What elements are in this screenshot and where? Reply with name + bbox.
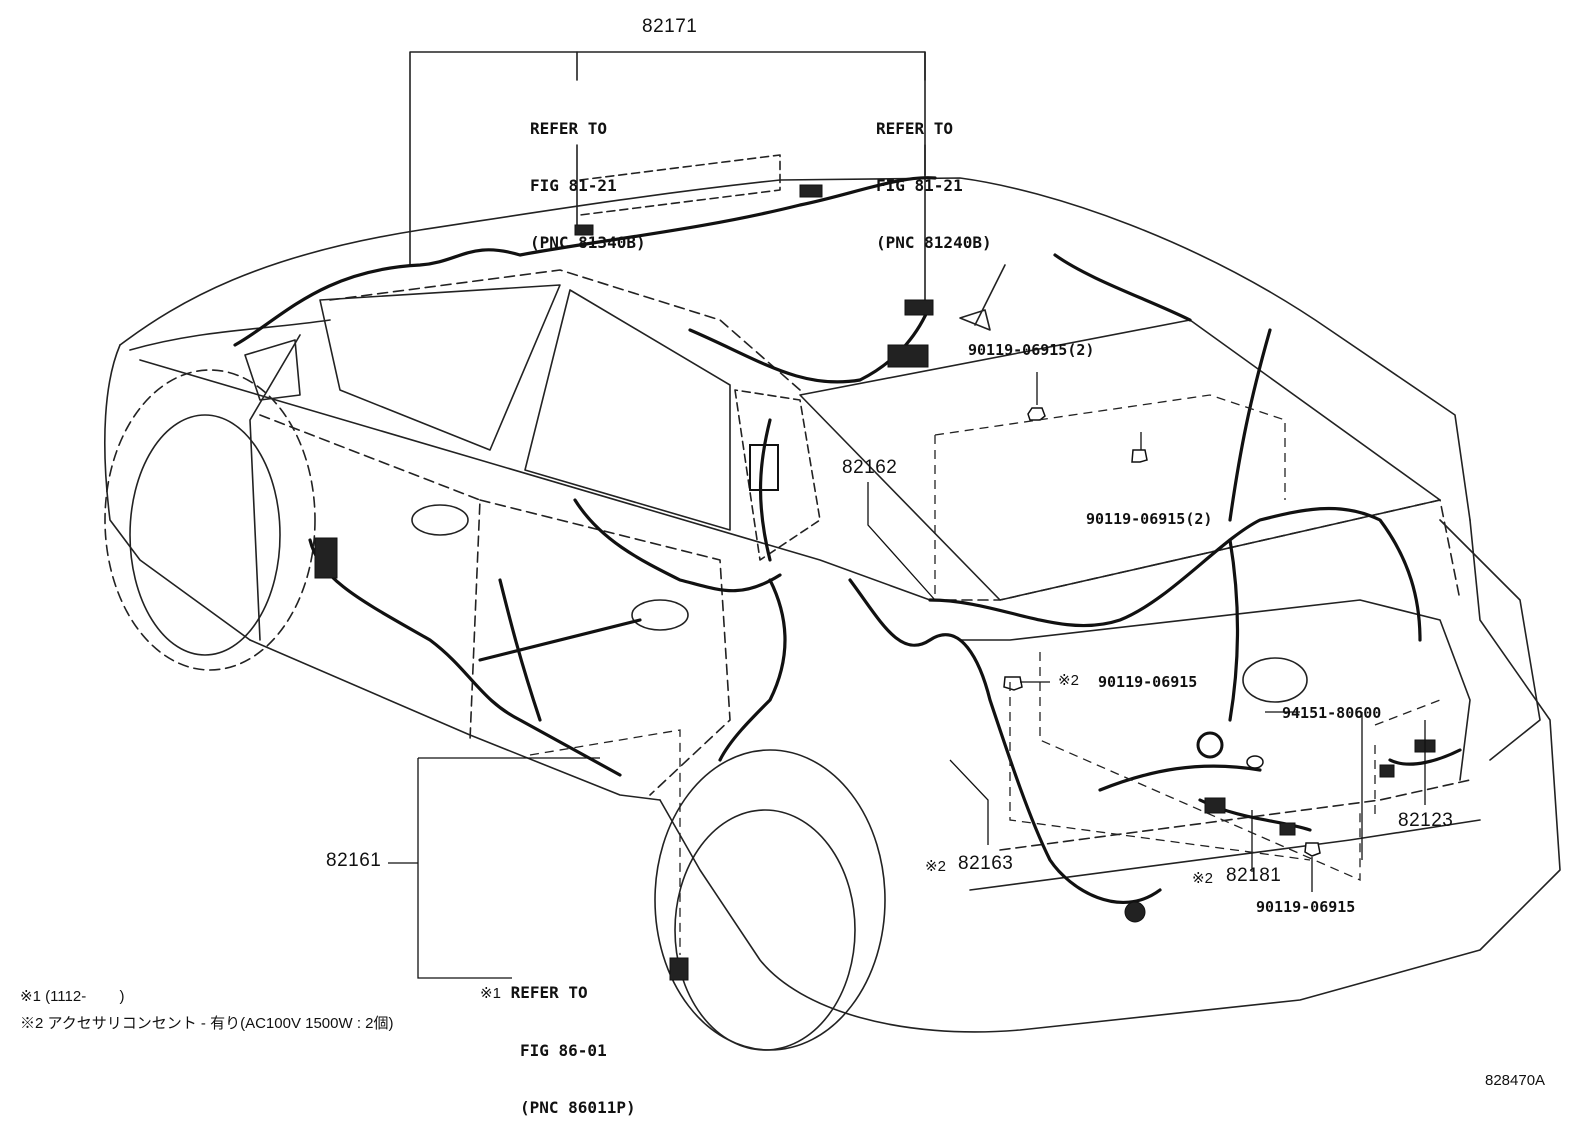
header-harness [688,303,932,384]
bumper [999,779,1471,851]
bumper-lower [969,819,1481,891]
quarter-harness [718,578,787,762]
refer-line: (PNC 81240B) [876,233,992,252]
refer-line: (PNC 81340B) [530,233,646,252]
refer-line: (PNC 86011P) [520,1098,636,1117]
part-number-bolt-low: 90119-06915 [1256,898,1356,916]
group-box-lamp [1374,699,1441,820]
part-number-82123: 82123 [1398,810,1454,831]
rear-license-recess [1242,657,1308,703]
connector [574,224,594,236]
front-door-handle [411,504,469,536]
cargo-harness [848,578,1162,904]
part-number-82163: 82163 [958,853,1014,874]
rear-wheel-arch [654,749,886,1051]
floor-harness-left [308,538,622,777]
roof-antenna [959,264,1006,331]
refer-line: REFER TO [530,119,608,138]
car-front-outline [103,344,251,641]
rear-door [479,499,731,796]
accessory-mark: ※1 [480,985,501,1002]
front-wheel-arch [104,369,316,671]
connector [749,444,779,491]
part-number-82161: 82161 [326,850,382,871]
wiring-diagram: 82171 REFER TO FIG 81-21 (PNC 81340B) RE… [20,16,1561,1117]
refer-line: FIG 81-21 [530,176,617,195]
car-roof-outline [119,177,1471,521]
clip-icon [1246,755,1264,769]
part-number-82181: 82181 [1226,865,1282,886]
group-box-bolts [934,394,1286,600]
accessory-mark: ※2 [925,858,946,875]
right-roof-harness [1053,253,1192,322]
rear-lamp [1439,519,1541,761]
windshield [329,269,801,391]
hood-line [129,319,331,351]
connector [669,957,689,981]
refer-line: FIG 86-01 [520,1041,607,1060]
connector [799,184,823,198]
refer-line: ※1 REFER TO [480,984,636,1003]
bolt-icon [1003,676,1023,691]
rear-window [524,289,731,531]
tailgate [959,599,1471,781]
a-pillar [249,334,301,641]
bolt-icon [1131,449,1148,463]
grommet [1196,731,1224,759]
refer-note-right: REFER TO FIG 81-21 (PNC 81240B) [876,84,992,270]
rear-door-harness [573,498,782,593]
refer-line: FIG 81-21 [876,176,963,195]
accessory-mark: ※2 [1058,672,1079,689]
rear-door-handle [631,599,689,631]
car-side-sill [249,639,661,801]
grommet [1124,901,1146,923]
group-box-door [529,729,681,955]
footnote-1: ※1 (1112- ) [20,988,125,1005]
part-number-bolt-mid: 90119-06915(2) [1086,510,1213,528]
connector [904,299,934,316]
connector [887,344,929,368]
refer-line-text: REFER TO [510,983,588,1002]
tailgate-harness [1228,538,1240,722]
refer-note-left: REFER TO FIG 81-21 (PNC 81340B) [530,84,646,270]
group-box-rear [1009,652,1361,881]
side-mirror [244,339,301,401]
bolt-icon [1304,842,1321,857]
connector [1279,822,1296,836]
roof-harness [233,176,937,347]
refer-line: REFER TO [876,119,954,138]
belt-line [139,359,931,601]
part-number-bolt-top: 90119-06915(2) [968,341,1095,359]
connector [1204,797,1226,814]
refer-note-bottom: ※1 REFER TO FIG 86-01 (PNC 86011P) [480,948,636,1135]
hatch-harness [928,506,1422,642]
part-number-clip: 94151-80600 [1282,704,1382,722]
rear-center-harness [1228,328,1272,522]
bolt-icon [1027,407,1046,421]
connector [314,537,338,579]
footnote-2: ※2 アクセサリコンセント - 有り(AC100V 1500W : 2個) [20,1015,394,1032]
front-window [319,284,561,451]
front-wheel [129,414,281,656]
car-illustration [103,51,1561,1051]
figure-id: 828470A [1485,1072,1546,1089]
rear-wheel [674,809,856,1051]
connector [1379,764,1395,778]
pillar-harness [758,418,772,562]
car-rear-lower [659,519,1561,1033]
part-number-82162: 82162 [842,457,898,478]
floor-harness-mid [478,578,642,722]
part-number-82171: 82171 [642,16,698,37]
part-number-bolt-ac: 90119-06915 [1098,673,1198,691]
accessory-mark: ※2 [1192,870,1213,887]
